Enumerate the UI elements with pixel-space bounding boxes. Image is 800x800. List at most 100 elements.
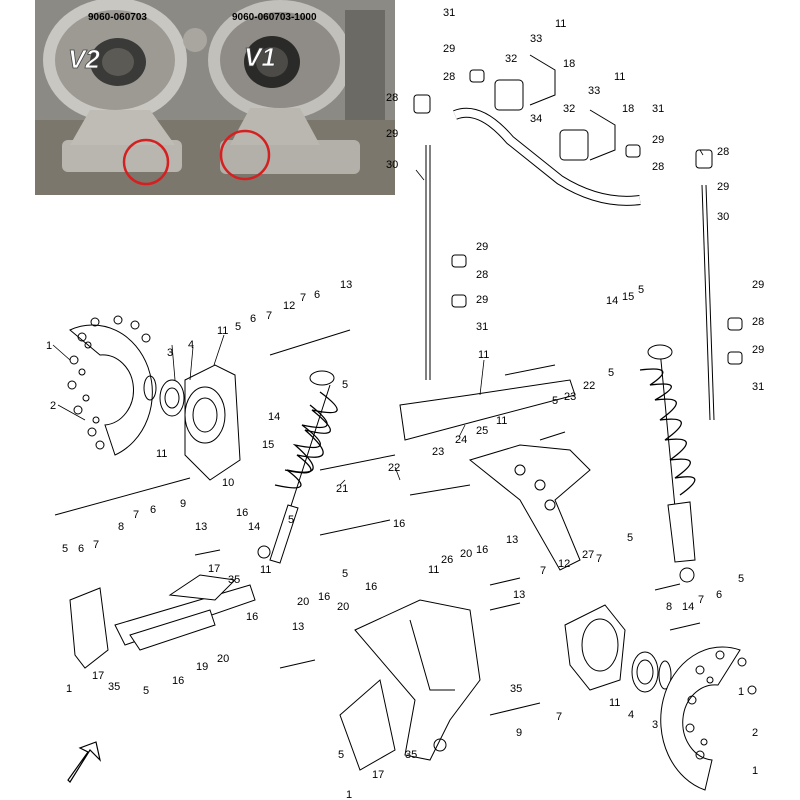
callout-31c: 31 [476, 321, 488, 333]
callout-1d: 1 [752, 765, 758, 777]
callout-35d: 35 [405, 749, 417, 761]
callout-28c: 28 [386, 92, 398, 104]
callout-11: 11 [555, 18, 566, 30]
v2-label: V2 [68, 44, 100, 74]
bolts [54, 329, 701, 716]
callout-28e: 28 [476, 269, 488, 281]
v2-highlight-circle [122, 138, 170, 186]
callout-29g: 29 [752, 279, 764, 291]
callout-35: 35 [228, 574, 240, 586]
callout-1c: 1 [738, 686, 744, 698]
leader-lines [52, 149, 704, 486]
callout-6: 6 [250, 313, 256, 325]
callout-16c: 16 [318, 591, 330, 603]
callout-7c: 7 [133, 509, 139, 521]
callout-18b: 18 [622, 103, 634, 115]
callout-6d: 6 [78, 543, 84, 555]
callout-19: 19 [196, 661, 208, 673]
callout-5h: 5 [143, 685, 149, 697]
v1-part-number: 9060-060703-1000 [232, 12, 317, 23]
callout-29d: 29 [717, 181, 729, 193]
callout-16f: 16 [393, 518, 405, 530]
callout-5i: 5 [342, 568, 348, 580]
callout-25: 25 [476, 425, 488, 437]
callout-16b: 16 [172, 675, 184, 687]
callout-32b: 32 [563, 103, 575, 115]
left-lower-arm [114, 574, 256, 651]
callout-32: 32 [505, 53, 517, 65]
callout-16g: 16 [476, 544, 488, 556]
right-shock-absorber [639, 344, 696, 583]
callout-20d: 20 [460, 548, 472, 560]
callout-6b: 6 [314, 289, 320, 301]
callout-16: 16 [236, 507, 248, 519]
callout-5b: 5 [608, 367, 614, 379]
callout-14b: 14 [268, 411, 280, 423]
anti-roll-bar [453, 54, 641, 206]
callout-13: 13 [340, 279, 352, 291]
callout-20: 20 [217, 653, 229, 665]
callout-33: 33 [530, 33, 542, 45]
left-brake-disc [67, 315, 153, 456]
callout-9: 9 [180, 498, 186, 510]
callout-2: 2 [50, 400, 56, 412]
callout-24: 24 [455, 434, 467, 446]
callout-5j: 5 [627, 532, 633, 544]
front-arrow-icon [67, 741, 102, 783]
callout-8: 8 [118, 521, 124, 533]
callout-11h: 11 [428, 564, 439, 576]
bushing-stacks [451, 69, 743, 365]
callout-5f: 5 [62, 543, 68, 555]
callout-11c: 11 [478, 349, 489, 361]
callout-31d: 31 [752, 381, 764, 393]
callout-7: 7 [266, 310, 272, 322]
callout-14: 14 [606, 295, 618, 307]
callout-10: 10 [222, 477, 234, 489]
callout-7b: 7 [300, 292, 306, 304]
callout-28f: 28 [752, 316, 764, 328]
callout-12: 12 [283, 300, 295, 312]
callout-20b: 20 [297, 596, 309, 608]
callout-5g: 5 [288, 514, 294, 526]
callout-7h: 7 [556, 711, 562, 723]
callout-1b: 1 [66, 683, 72, 695]
left-knuckle [143, 364, 241, 481]
callout-27: 27 [582, 549, 594, 561]
callout-13b: 13 [195, 521, 207, 533]
callout-7g: 7 [698, 594, 704, 606]
callout-5l: 5 [338, 749, 344, 761]
callout-11i: 11 [609, 697, 620, 709]
callout-7f: 7 [596, 553, 602, 565]
callout-labels: 31 29 28 33 11 18 32 32 34 33 11 18 31 2… [46, 7, 764, 800]
callout-5k: 5 [738, 573, 744, 585]
exploded-line-art [52, 54, 757, 791]
callout-11b: 11 [614, 71, 625, 83]
callout-1: 1 [46, 340, 52, 352]
callout-29h: 29 [752, 344, 764, 356]
callout-11g: 11 [260, 564, 271, 576]
callout-9b: 9 [516, 727, 522, 739]
callout-26: 26 [441, 554, 453, 566]
callout-4: 4 [188, 339, 194, 351]
v2-part-number: 9060-060703 [88, 12, 147, 23]
lower-a-arm [354, 599, 481, 761]
callout-12b: 12 [558, 558, 570, 570]
v1-label: V1 [244, 42, 276, 72]
callout-31b: 31 [652, 103, 664, 115]
callout-22: 22 [583, 380, 595, 392]
callout-13e: 13 [513, 589, 525, 601]
callout-11d: 11 [496, 415, 507, 427]
callout-31: 31 [443, 7, 455, 19]
callout-7d: 7 [93, 539, 99, 551]
callout-13d: 13 [506, 534, 518, 546]
callout-3b: 3 [652, 719, 658, 731]
callout-2b: 2 [752, 727, 758, 739]
callout-18: 18 [563, 58, 575, 70]
callout-16d: 16 [365, 581, 377, 593]
callout-7e: 7 [540, 565, 546, 577]
v2-knuckle-image [43, 0, 207, 172]
callout-14c: 14 [248, 521, 260, 533]
callout-29f: 29 [476, 294, 488, 306]
callout-28d: 28 [717, 146, 729, 158]
v1-highlight-circle [219, 129, 271, 181]
